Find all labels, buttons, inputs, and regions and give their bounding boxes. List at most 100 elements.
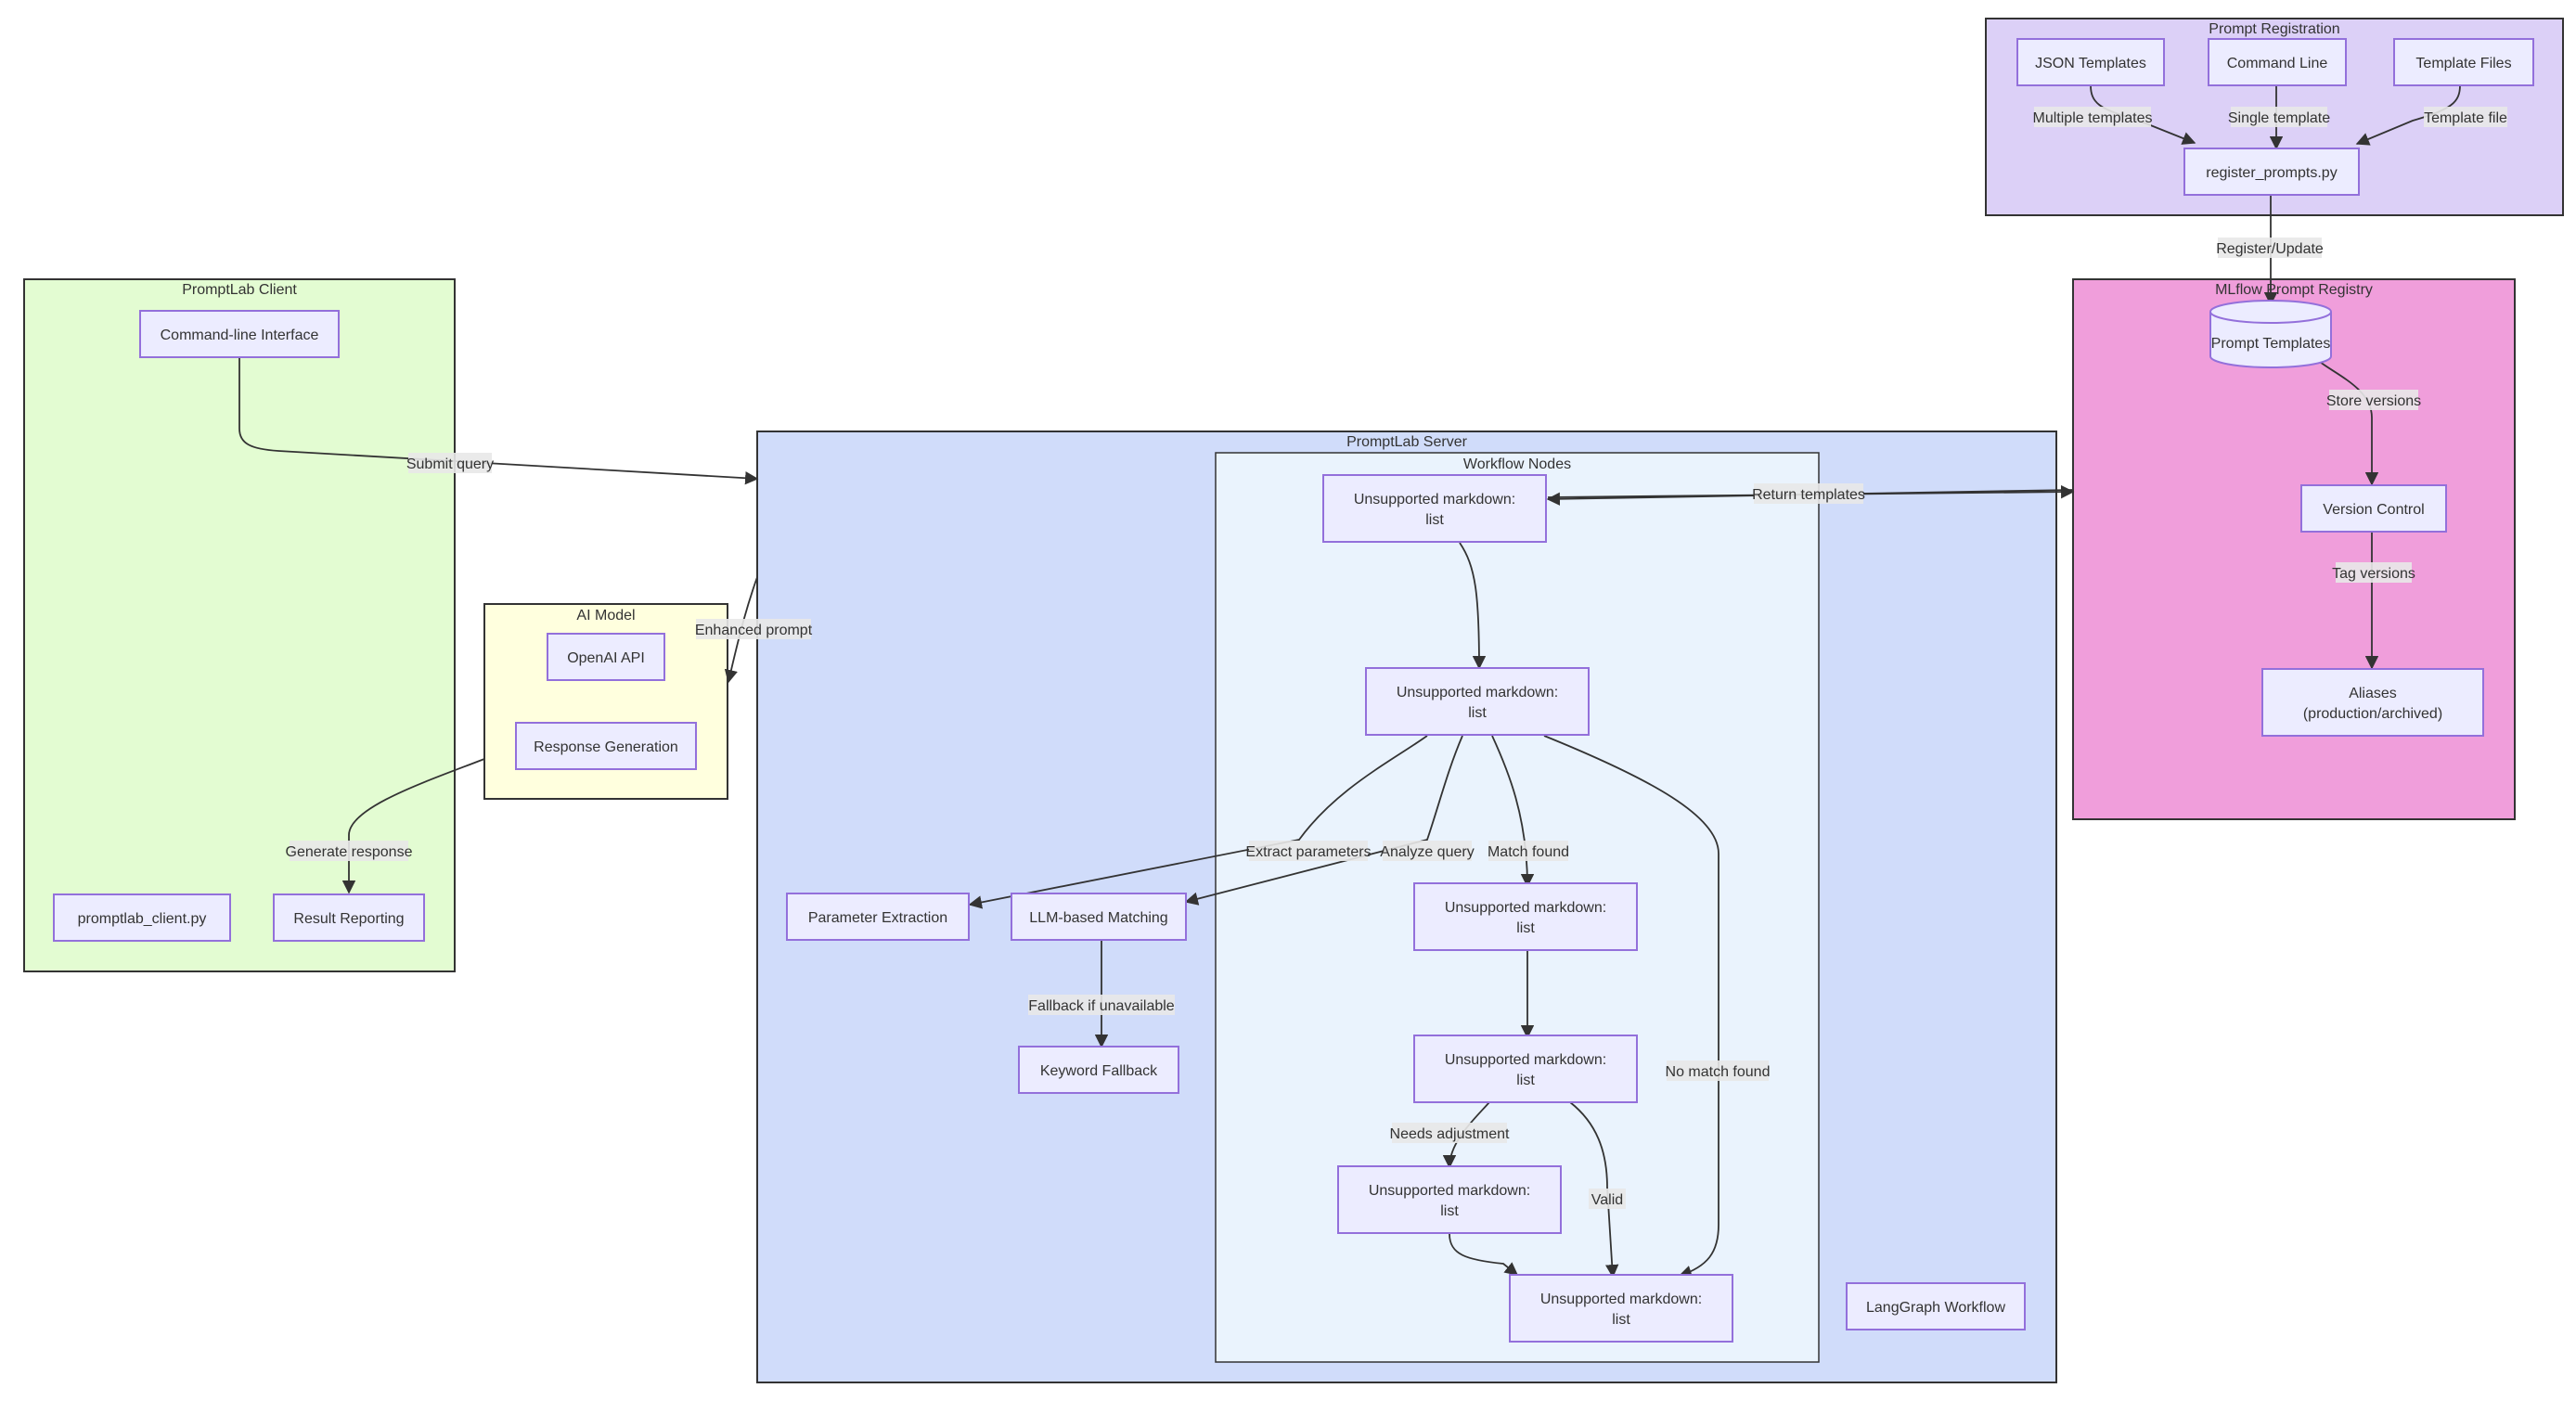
node-command-line-interface[interactable]: Command-line Interface [139, 310, 340, 358]
edge-label-no-match-found: No match found [1666, 1060, 1771, 1081]
node-json-templates[interactable]: JSON Templates [2016, 38, 2165, 86]
edge-label-needs-adjustment: Needs adjustment [1390, 1123, 1511, 1143]
cluster-title-mlflow-prompt-registry: MLflow Prompt Registry [2215, 282, 2373, 298]
node-langgraph-workflow[interactable]: LangGraph Workflow [1846, 1282, 2026, 1330]
edge-label-valid: Valid [1589, 1189, 1626, 1209]
svg-text:Unsupported markdown:: Unsupported markdown: [1445, 1052, 1606, 1068]
node-register-prompts[interactable]: register_prompts.py [2183, 148, 2360, 196]
node-workflow-step-final[interactable]: Unsupported markdown: list [1509, 1274, 1733, 1343]
svg-text:Extract parameters: Extract parameters [1245, 844, 1371, 860]
svg-text:Keyword Fallback: Keyword Fallback [1040, 1063, 1158, 1079]
cluster-title-workflow-nodes: Workflow Nodes [1463, 456, 1571, 472]
svg-text:Template Files: Template Files [2415, 56, 2511, 71]
svg-text:list: list [1440, 1203, 1459, 1219]
edge-label-register-update: Register/Update [2216, 238, 2324, 258]
svg-text:Unsupported markdown:: Unsupported markdown: [1445, 900, 1606, 916]
node-promptlab-client-py[interactable]: promptlab_client.py [53, 893, 231, 942]
svg-text:Parameter Extraction: Parameter Extraction [808, 910, 947, 926]
svg-text:Valid: Valid [1591, 1192, 1623, 1208]
svg-text:Unsupported markdown:: Unsupported markdown: [1369, 1183, 1530, 1199]
svg-text:Tag versions: Tag versions [2332, 566, 2415, 582]
svg-text:Response Generation: Response Generation [534, 739, 678, 755]
svg-text:Unsupported markdown:: Unsupported markdown: [1540, 1292, 1702, 1307]
edge-templates-to-version-control [2319, 361, 2379, 486]
edge-label-template-file: Template file [2424, 107, 2507, 127]
cluster-title-ai-model: AI Model [576, 608, 635, 623]
edge-wf4-to-wf-final-valid [1569, 1101, 1619, 1279]
svg-text:Store versions: Store versions [2326, 393, 2421, 409]
svg-text:Result Reporting: Result Reporting [293, 911, 404, 927]
node-workflow-step-3[interactable]: Unsupported markdown: list [1413, 882, 1638, 951]
svg-text:Aliases: Aliases [2349, 686, 2397, 701]
svg-text:No match found: No match found [1666, 1064, 1771, 1080]
node-keyword-fallback[interactable]: Keyword Fallback [1018, 1046, 1179, 1094]
edge-cli-to-server [238, 357, 759, 485]
svg-text:Template file: Template file [2424, 110, 2507, 126]
node-workflow-step-2[interactable]: Unsupported markdown: list [1365, 667, 1590, 736]
svg-text:Submit query: Submit query [406, 456, 494, 472]
edge-label-extract-parameters: Extract parameters [1245, 841, 1372, 861]
node-parameter-extraction[interactable]: Parameter Extraction [786, 893, 970, 941]
svg-text:Register/Update: Register/Update [2216, 241, 2324, 257]
node-openai-api[interactable]: OpenAI API [547, 633, 665, 681]
edge-wf2-to-wf3 [1491, 735, 1535, 888]
edge-wf5-to-wf-final [1449, 1233, 1519, 1276]
edge-label-tag-versions: Tag versions [2332, 562, 2415, 583]
edge-label-enhanced-prompt: Enhanced prompt [695, 619, 813, 639]
svg-text:list: list [1516, 920, 1535, 936]
node-llm-based-matching[interactable]: LLM-based Matching [1011, 893, 1187, 941]
node-aliases[interactable]: Aliases (production/archived) [2261, 668, 2484, 737]
svg-text:promptlab_client.py: promptlab_client.py [78, 911, 207, 927]
svg-text:Match found: Match found [1488, 844, 1569, 860]
svg-text:Prompt Templates: Prompt Templates [2211, 336, 2331, 352]
edge-label-generate-response: Generate response [286, 841, 413, 861]
svg-text:list: list [1468, 705, 1487, 721]
svg-text:Single template: Single template [2228, 110, 2330, 126]
svg-text:Unsupported markdown:: Unsupported markdown: [1397, 685, 1558, 700]
node-response-generation[interactable]: Response Generation [515, 722, 697, 770]
svg-text:(production/archived): (production/archived) [2303, 706, 2442, 722]
edge-wf1-to-wf2 [1459, 542, 1487, 670]
node-template-files[interactable]: Template Files [2393, 38, 2534, 86]
edge-label-single-template: Single template [2228, 107, 2330, 127]
svg-text:list: list [1612, 1312, 1630, 1328]
svg-text:Command-line Interface: Command-line Interface [161, 328, 319, 343]
svg-text:LangGraph Workflow: LangGraph Workflow [1866, 1300, 2005, 1316]
edge-labels: Multiple templates Single template Templ… [286, 107, 2507, 1209]
svg-text:Needs adjustment: Needs adjustment [1390, 1126, 1511, 1142]
edge-label-match-found: Match found [1488, 841, 1569, 861]
node-version-control[interactable]: Version Control [2300, 484, 2447, 533]
svg-text:LLM-based Matching: LLM-based Matching [1029, 910, 1167, 926]
svg-text:Enhanced prompt: Enhanced prompt [695, 623, 813, 638]
edge-label-fallback-if-unavailable: Fallback if unavailable [1028, 995, 1175, 1015]
node-workflow-step-5[interactable]: Unsupported markdown: list [1337, 1165, 1562, 1234]
edge-label-return-templates: Return templates [1752, 483, 1865, 504]
node-workflow-step-4[interactable]: Unsupported markdown: list [1413, 1035, 1638, 1103]
svg-text:Command Line: Command Line [2227, 56, 2328, 71]
svg-text:register_prompts.py: register_prompts.py [2206, 165, 2337, 181]
svg-text:Generate response: Generate response [286, 844, 413, 860]
svg-text:Fallback if unavailable: Fallback if unavailable [1028, 998, 1175, 1014]
node-command-line[interactable]: Command Line [2208, 38, 2347, 86]
edge-label-analyze-query: Analyze query [1380, 841, 1475, 861]
cluster-title-promptlab-client: PromptLab Client [182, 282, 297, 298]
svg-text:Multiple templates: Multiple templates [2033, 110, 2153, 126]
edge-wf2-to-wf-final-nomatch [1543, 735, 1719, 1279]
svg-text:Version Control: Version Control [2323, 502, 2424, 518]
node-prompt-templates[interactable]: Prompt Templates [2209, 300, 2332, 368]
cluster-title-promptlab-server: PromptLab Server [1346, 434, 1468, 450]
edge-wf2-to-llm-matching [1184, 735, 1463, 906]
edge-label-multiple-templates: Multiple templates [2033, 107, 2153, 127]
svg-text:list: list [1516, 1073, 1535, 1088]
svg-text:Return templates: Return templates [1752, 487, 1865, 503]
cluster-title-prompt-registration: Prompt Registration [2209, 21, 2339, 37]
nodes: JSON Templates Command Line Template Fil… [53, 38, 2534, 1343]
svg-text:OpenAI API: OpenAI API [567, 650, 645, 666]
edge-label-submit-query: Submit query [406, 453, 494, 473]
edge-label-store-versions: Store versions [2326, 390, 2421, 410]
edge-ai-to-result-reporting [341, 758, 485, 894]
node-workflow-step-1[interactable]: Unsupported markdown: list [1322, 474, 1547, 543]
svg-text:list: list [1425, 512, 1444, 528]
node-result-reporting[interactable]: Result Reporting [273, 893, 425, 942]
